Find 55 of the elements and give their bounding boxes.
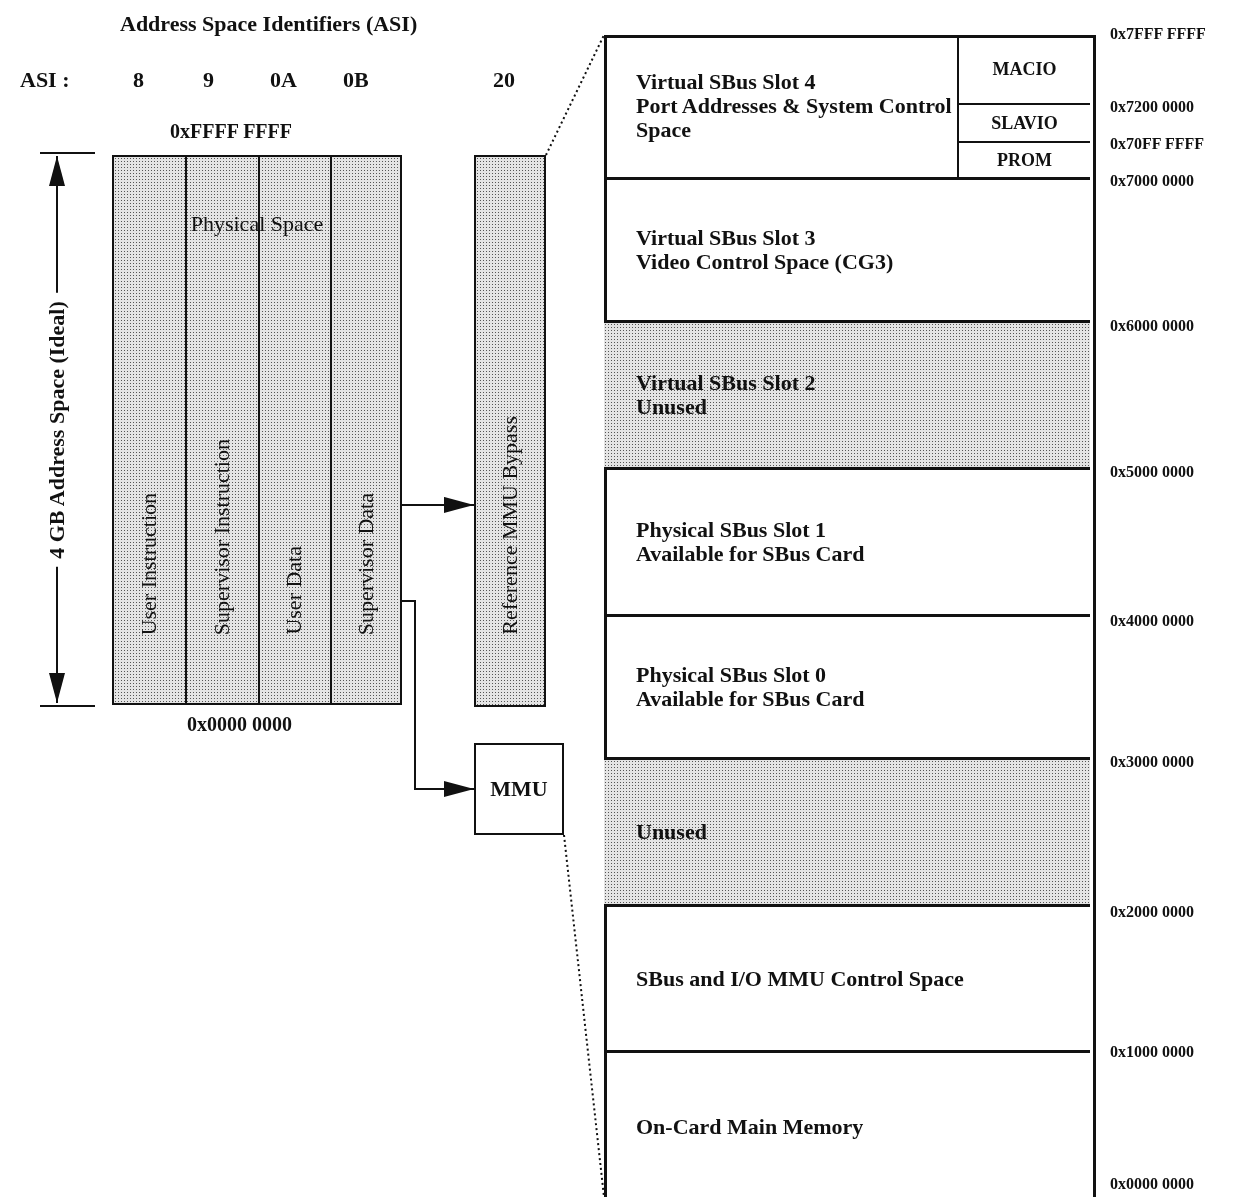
mmu-box [474,743,564,835]
region-label: Video Control Space (CG3) [636,250,895,274]
column-label: User Data [282,546,306,635]
column-label: User Instruction [136,492,161,635]
arrow [401,600,475,797]
sub-region-box [957,35,1090,105]
address-label: 0x6000 0000 [1110,317,1194,335]
zoom-line [545,34,605,156]
memory-region [604,323,1090,470]
memory-region [604,760,1090,907]
region-label: Available for SBus Card [636,542,866,566]
asi-code: 9 [203,68,214,92]
region-label: Unused [636,395,708,419]
address-label: 0x0000 0000 [187,713,292,735]
address-space-block [112,155,402,705]
address-label: 0x7000 0000 [1110,172,1194,190]
region-label: On-Card Main Memory [636,1114,865,1139]
sub-region-box [957,105,1090,143]
address-label: 0x1000 0000 [1110,1043,1194,1061]
asi-code: 0A [270,68,297,92]
address-label: 0x5000 0000 [1110,463,1194,481]
region-label: Port Addresses & System Control Space [636,94,953,142]
address-label: 0x3000 0000 [1110,753,1194,771]
region-heading: Virtual SBus Slot 2 [636,371,817,395]
diagram-title: Address Space Identifiers (ASI) [120,12,418,36]
region-label: Available for SBus Card [636,687,866,711]
region-label: SLAVIO [991,112,1058,134]
region-heading: Physical SBus Slot 1 [636,518,828,542]
address-label: 0x7200 0000 [1110,98,1194,116]
column-label: Supervisor Instruction [209,438,234,635]
region-heading: Virtual SBus Slot 4 [636,70,817,94]
asi-code: 0B [343,68,369,92]
address-label: 0x4000 0000 [1110,612,1194,630]
region-label: Unused [636,820,708,844]
zoom-line [563,834,605,1197]
memory-region [604,35,1090,180]
asi-code: 8 [133,68,144,92]
region-heading: Virtual SBus Slot 3 [636,226,817,250]
memory-map-panel [604,35,1096,1197]
asi-code: 20 [493,68,515,92]
column-label: Reference MMU Bypass [498,416,522,635]
region-label: MACIO [992,58,1057,80]
arrow [401,496,475,513]
column-label: Supervisor Data [354,492,378,635]
bypass-bar [474,155,546,707]
address-label: 0xFFFF FFFF [170,120,292,142]
region-heading: Physical SBus Slot 0 [636,663,828,687]
address-label: 0x70FF FFFF [1110,135,1205,153]
asi-prefix: ASI : [20,68,70,92]
region-label: SBus and I/O MMU Control Space [636,966,965,991]
address-label: 0x2000 0000 [1110,903,1194,921]
region-label: MMU [490,776,548,802]
address-label: 0x7FFF FFFF [1110,25,1206,43]
address-label: 0x0000 0000 [1110,1175,1194,1193]
region-label: PROM [997,149,1052,171]
